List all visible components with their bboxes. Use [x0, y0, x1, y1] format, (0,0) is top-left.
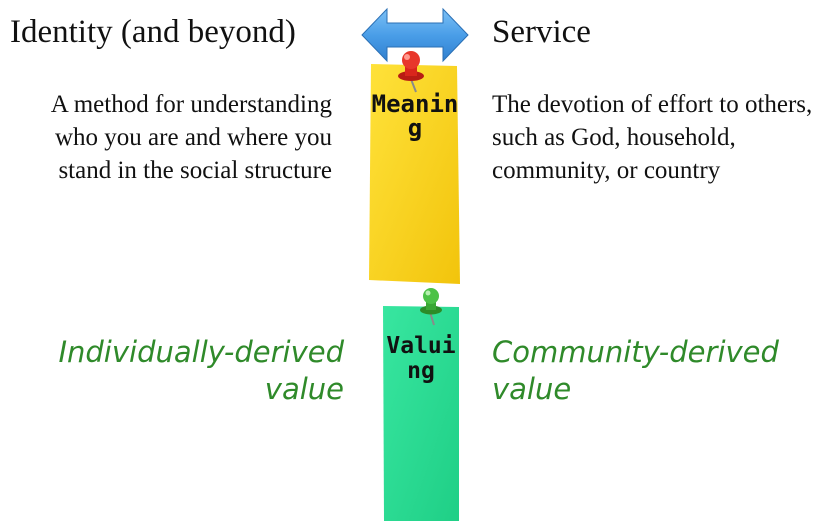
identity-heading: Identity (and beyond): [10, 14, 296, 50]
meaning-label: Meaning: [371, 90, 459, 142]
individually-derived-value: Individually-derived value: [58, 335, 344, 406]
service-description: The devotion of effort to others, such a…: [492, 91, 813, 184]
community-derived-value: Community-derived value: [492, 335, 779, 406]
red-pushpin-icon: [398, 51, 424, 93]
double-arrow-icon: [361, 7, 469, 63]
service-heading: Service: [492, 14, 591, 50]
identity-description: A method for understanding who you are a…: [50, 91, 332, 184]
valuing-label: Valuing: [386, 333, 456, 384]
valuing-sticky-note: Valuing: [383, 306, 459, 521]
green-pushpin-icon: [420, 288, 442, 326]
meaning-sticky-note: Meaning: [369, 64, 461, 286]
